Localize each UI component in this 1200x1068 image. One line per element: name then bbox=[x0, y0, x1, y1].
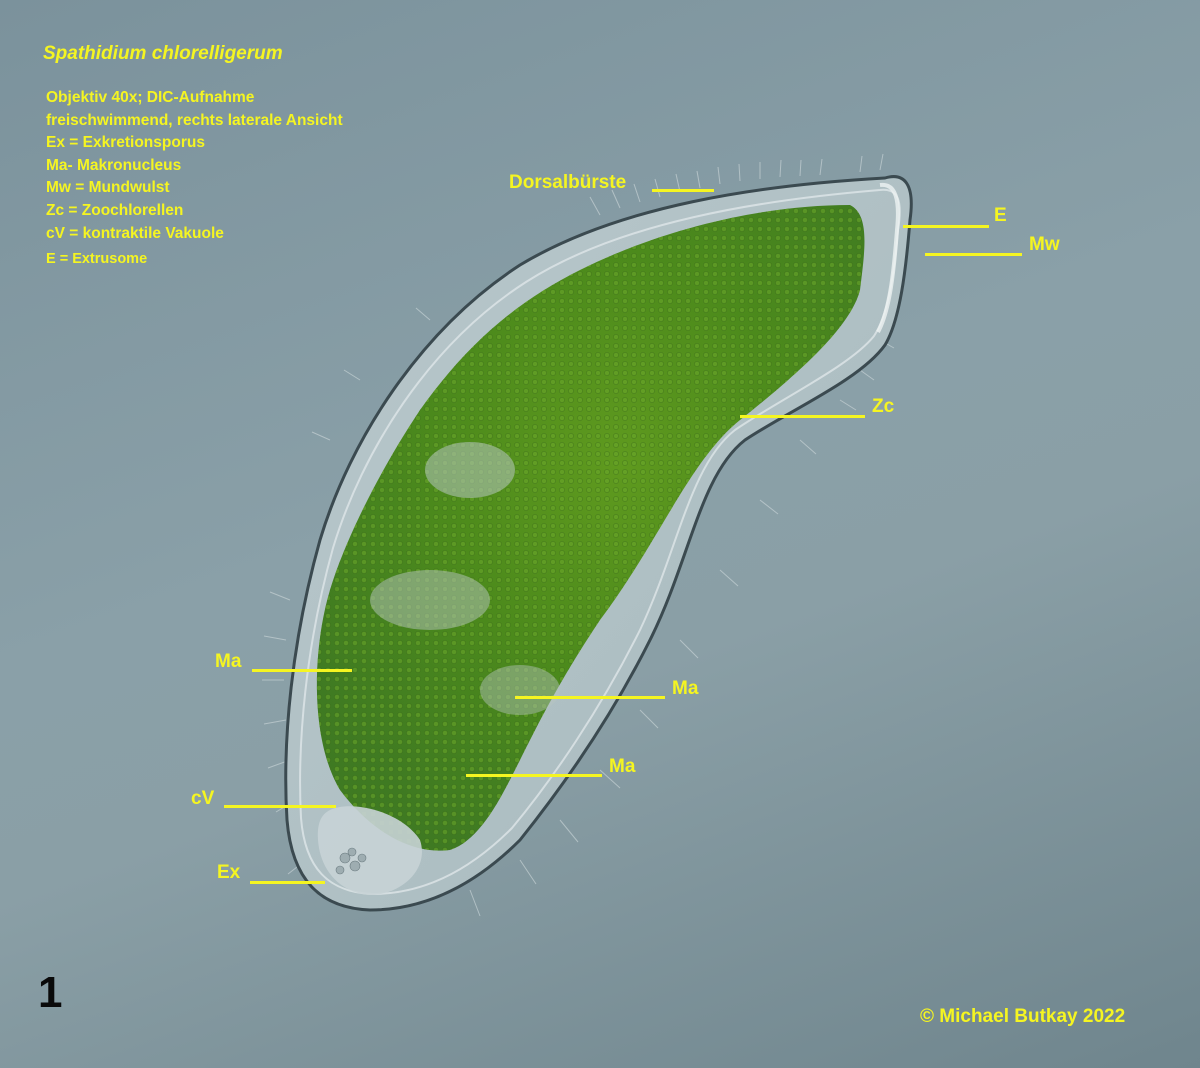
legend-line: Mw = Mundwulst bbox=[46, 179, 170, 197]
legend-line: freischwimmend, rechts laterale Ansicht bbox=[46, 111, 343, 129]
legend-line: Ex = Exkretionsporus bbox=[46, 134, 205, 152]
label-ex: Ex bbox=[217, 862, 241, 883]
label-ma-left: Ma bbox=[215, 651, 242, 672]
cilia bbox=[262, 153, 895, 917]
figure-number: 1 bbox=[38, 968, 63, 1017]
leader-line-ma-mid bbox=[515, 696, 665, 699]
label-e: E bbox=[994, 205, 1007, 226]
excretory-pore bbox=[335, 847, 367, 875]
cytoplasm-patch bbox=[425, 442, 515, 498]
cytoplasm-patch bbox=[370, 570, 490, 630]
leader-line-ex bbox=[250, 881, 325, 884]
legend-line: Zc = Zoochlorellen bbox=[46, 201, 184, 219]
zoochlorellae-texture bbox=[316, 205, 865, 851]
oral-bulge bbox=[876, 182, 900, 333]
leader-line-ma-left bbox=[252, 669, 352, 672]
legend-line: cV = kontraktile Vakuole bbox=[46, 224, 224, 242]
label-mw: Mw bbox=[1029, 234, 1060, 255]
legend-line: E = Extrusome bbox=[46, 251, 148, 268]
leader-line-ma-low bbox=[466, 774, 602, 777]
legend-line: Ma- Makronucleus bbox=[46, 156, 182, 174]
leader-line-zc bbox=[740, 415, 865, 418]
cytoplasm-patch bbox=[480, 665, 560, 715]
legend-line: Objektiv 40x; DIC-Aufnahme bbox=[46, 89, 255, 106]
cell-cortex bbox=[299, 188, 901, 896]
label-zc: Zc bbox=[872, 396, 895, 417]
label-dorsalbuerste: Dorsalbürste bbox=[509, 172, 627, 193]
label-cv: cV bbox=[191, 788, 215, 809]
abbreviation-legend: Objektiv 40x; DIC-Aufnahme freischwimmen… bbox=[46, 87, 343, 271]
copyright-notice: © Michael Butkay 2022 bbox=[920, 1006, 1126, 1027]
label-ma-low: Ma bbox=[609, 756, 636, 777]
contractile-vacuole bbox=[317, 806, 422, 895]
leader-line-e bbox=[903, 225, 989, 228]
label-ma-mid: Ma bbox=[672, 678, 699, 699]
leader-line-cv bbox=[224, 805, 336, 808]
species-title: Spathidium chlorelligerum bbox=[43, 43, 283, 64]
leader-line-mw bbox=[925, 253, 1022, 256]
leader-line-dorsalbuerste bbox=[652, 189, 714, 192]
